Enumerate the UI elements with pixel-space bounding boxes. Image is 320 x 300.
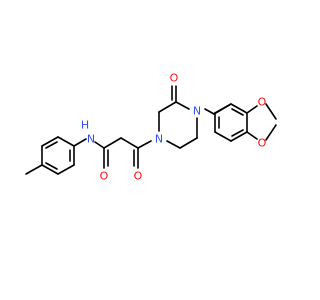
lactam-oxygen-label: O (170, 72, 179, 85)
bond (137, 140, 152, 149)
molecule-canvas: H N O O N N O O O (25, 71, 277, 183)
bond (41, 136, 59, 147)
methyl-bond (25, 164, 43, 175)
bond (214, 131, 232, 142)
molecule-structure: H N O O N N O O O (25, 72, 277, 183)
amide-oxygen-label: O (100, 170, 109, 183)
bond (41, 164, 59, 175)
amide-nh-label: H (81, 119, 89, 132)
bond (265, 124, 277, 141)
amide-n-label: N (87, 133, 95, 146)
bond (57, 164, 75, 175)
piperazine-n1-label: N (155, 133, 163, 146)
bond (246, 105, 258, 114)
bond (246, 131, 258, 140)
bond (230, 103, 248, 114)
bond (57, 136, 75, 147)
double-bond-inner (45, 162, 58, 170)
tolyl-ring (25, 136, 75, 175)
double-bond-inner (45, 141, 58, 149)
bond (230, 131, 248, 142)
piperazine-n4-label: N (193, 105, 201, 118)
piperazinone-ring (158, 85, 198, 149)
bond (103, 137, 122, 149)
bond (94, 141, 105, 149)
bond (204, 108, 215, 115)
bond (179, 137, 198, 149)
bond (214, 103, 232, 114)
bond (158, 101, 177, 113)
benzodioxole-ring (214, 103, 277, 142)
bond (120, 137, 139, 149)
ketone-oxygen-label: O (134, 170, 143, 183)
bond (265, 103, 277, 120)
dioxole-oxygen-top-label: O (258, 96, 267, 109)
dioxole-oxygen-bottom-label: O (258, 137, 267, 150)
double-bond-inner (231, 108, 244, 116)
bond (73, 138, 87, 147)
double-bond-inner (231, 129, 244, 137)
bond (175, 101, 190, 110)
bond (166, 140, 181, 149)
